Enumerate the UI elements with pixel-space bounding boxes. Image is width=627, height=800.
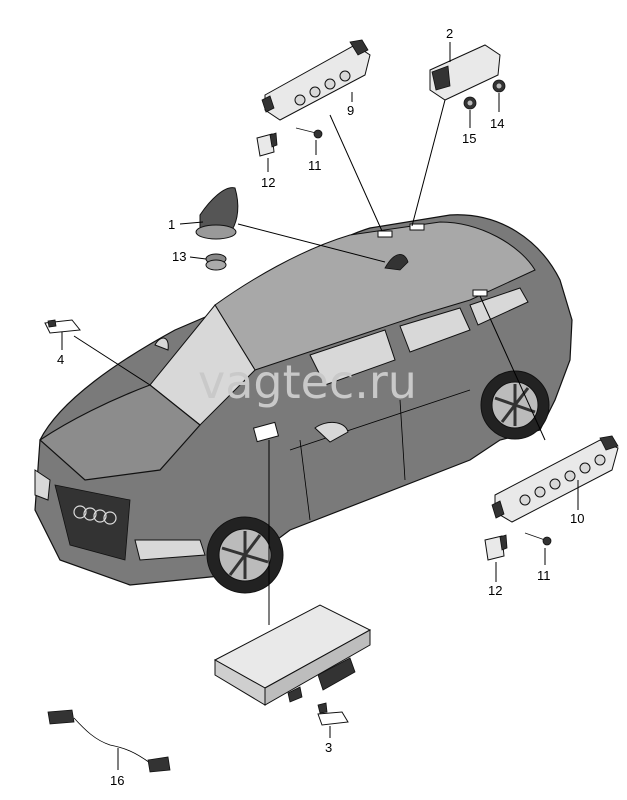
- callout-16: 16: [110, 773, 124, 788]
- car-illustration: [34, 214, 573, 594]
- part-16-cable: [47, 709, 171, 773]
- watermark-text: vagtec.ru: [198, 355, 417, 409]
- part-12-clip-top: [256, 132, 278, 157]
- callout-3: 3: [325, 740, 332, 755]
- leader-lines: [61, 42, 579, 770]
- callout-4: 4: [57, 352, 64, 367]
- callout-15: 15: [462, 131, 476, 146]
- part-2-bracket: [429, 44, 501, 101]
- part-9-control-unit: [261, 39, 371, 121]
- callout-10: 10: [570, 511, 584, 526]
- callout-12-top: 12: [261, 175, 275, 190]
- callout-labels: 1 2 3 4 9 10 11 11 12 12 13 14 15 16: [57, 26, 584, 788]
- callout-2: 2: [446, 26, 453, 41]
- part-10-control-unit: [491, 435, 619, 523]
- callout-1: 1: [168, 217, 175, 232]
- part-1-roof-antenna: [195, 187, 239, 240]
- callout-9: 9: [347, 103, 354, 118]
- callout-11-top: 11: [308, 158, 322, 173]
- part-14-nut: [492, 79, 506, 93]
- part-15-nut: [463, 96, 477, 110]
- part-11-screw-bottom: [524, 532, 552, 546]
- part-3-control-unit: [213, 604, 372, 706]
- part-13-nut: [205, 253, 227, 271]
- part-12-clip-bottom: [484, 534, 508, 561]
- part-11-screw-top: [295, 127, 323, 139]
- callout-13: 13: [172, 249, 186, 264]
- callout-12-bottom: 12: [488, 583, 502, 598]
- callout-14: 14: [490, 116, 504, 131]
- callout-11-bottom: 11: [537, 568, 551, 583]
- part-3-label: [317, 702, 349, 726]
- part-4-label: [44, 319, 81, 334]
